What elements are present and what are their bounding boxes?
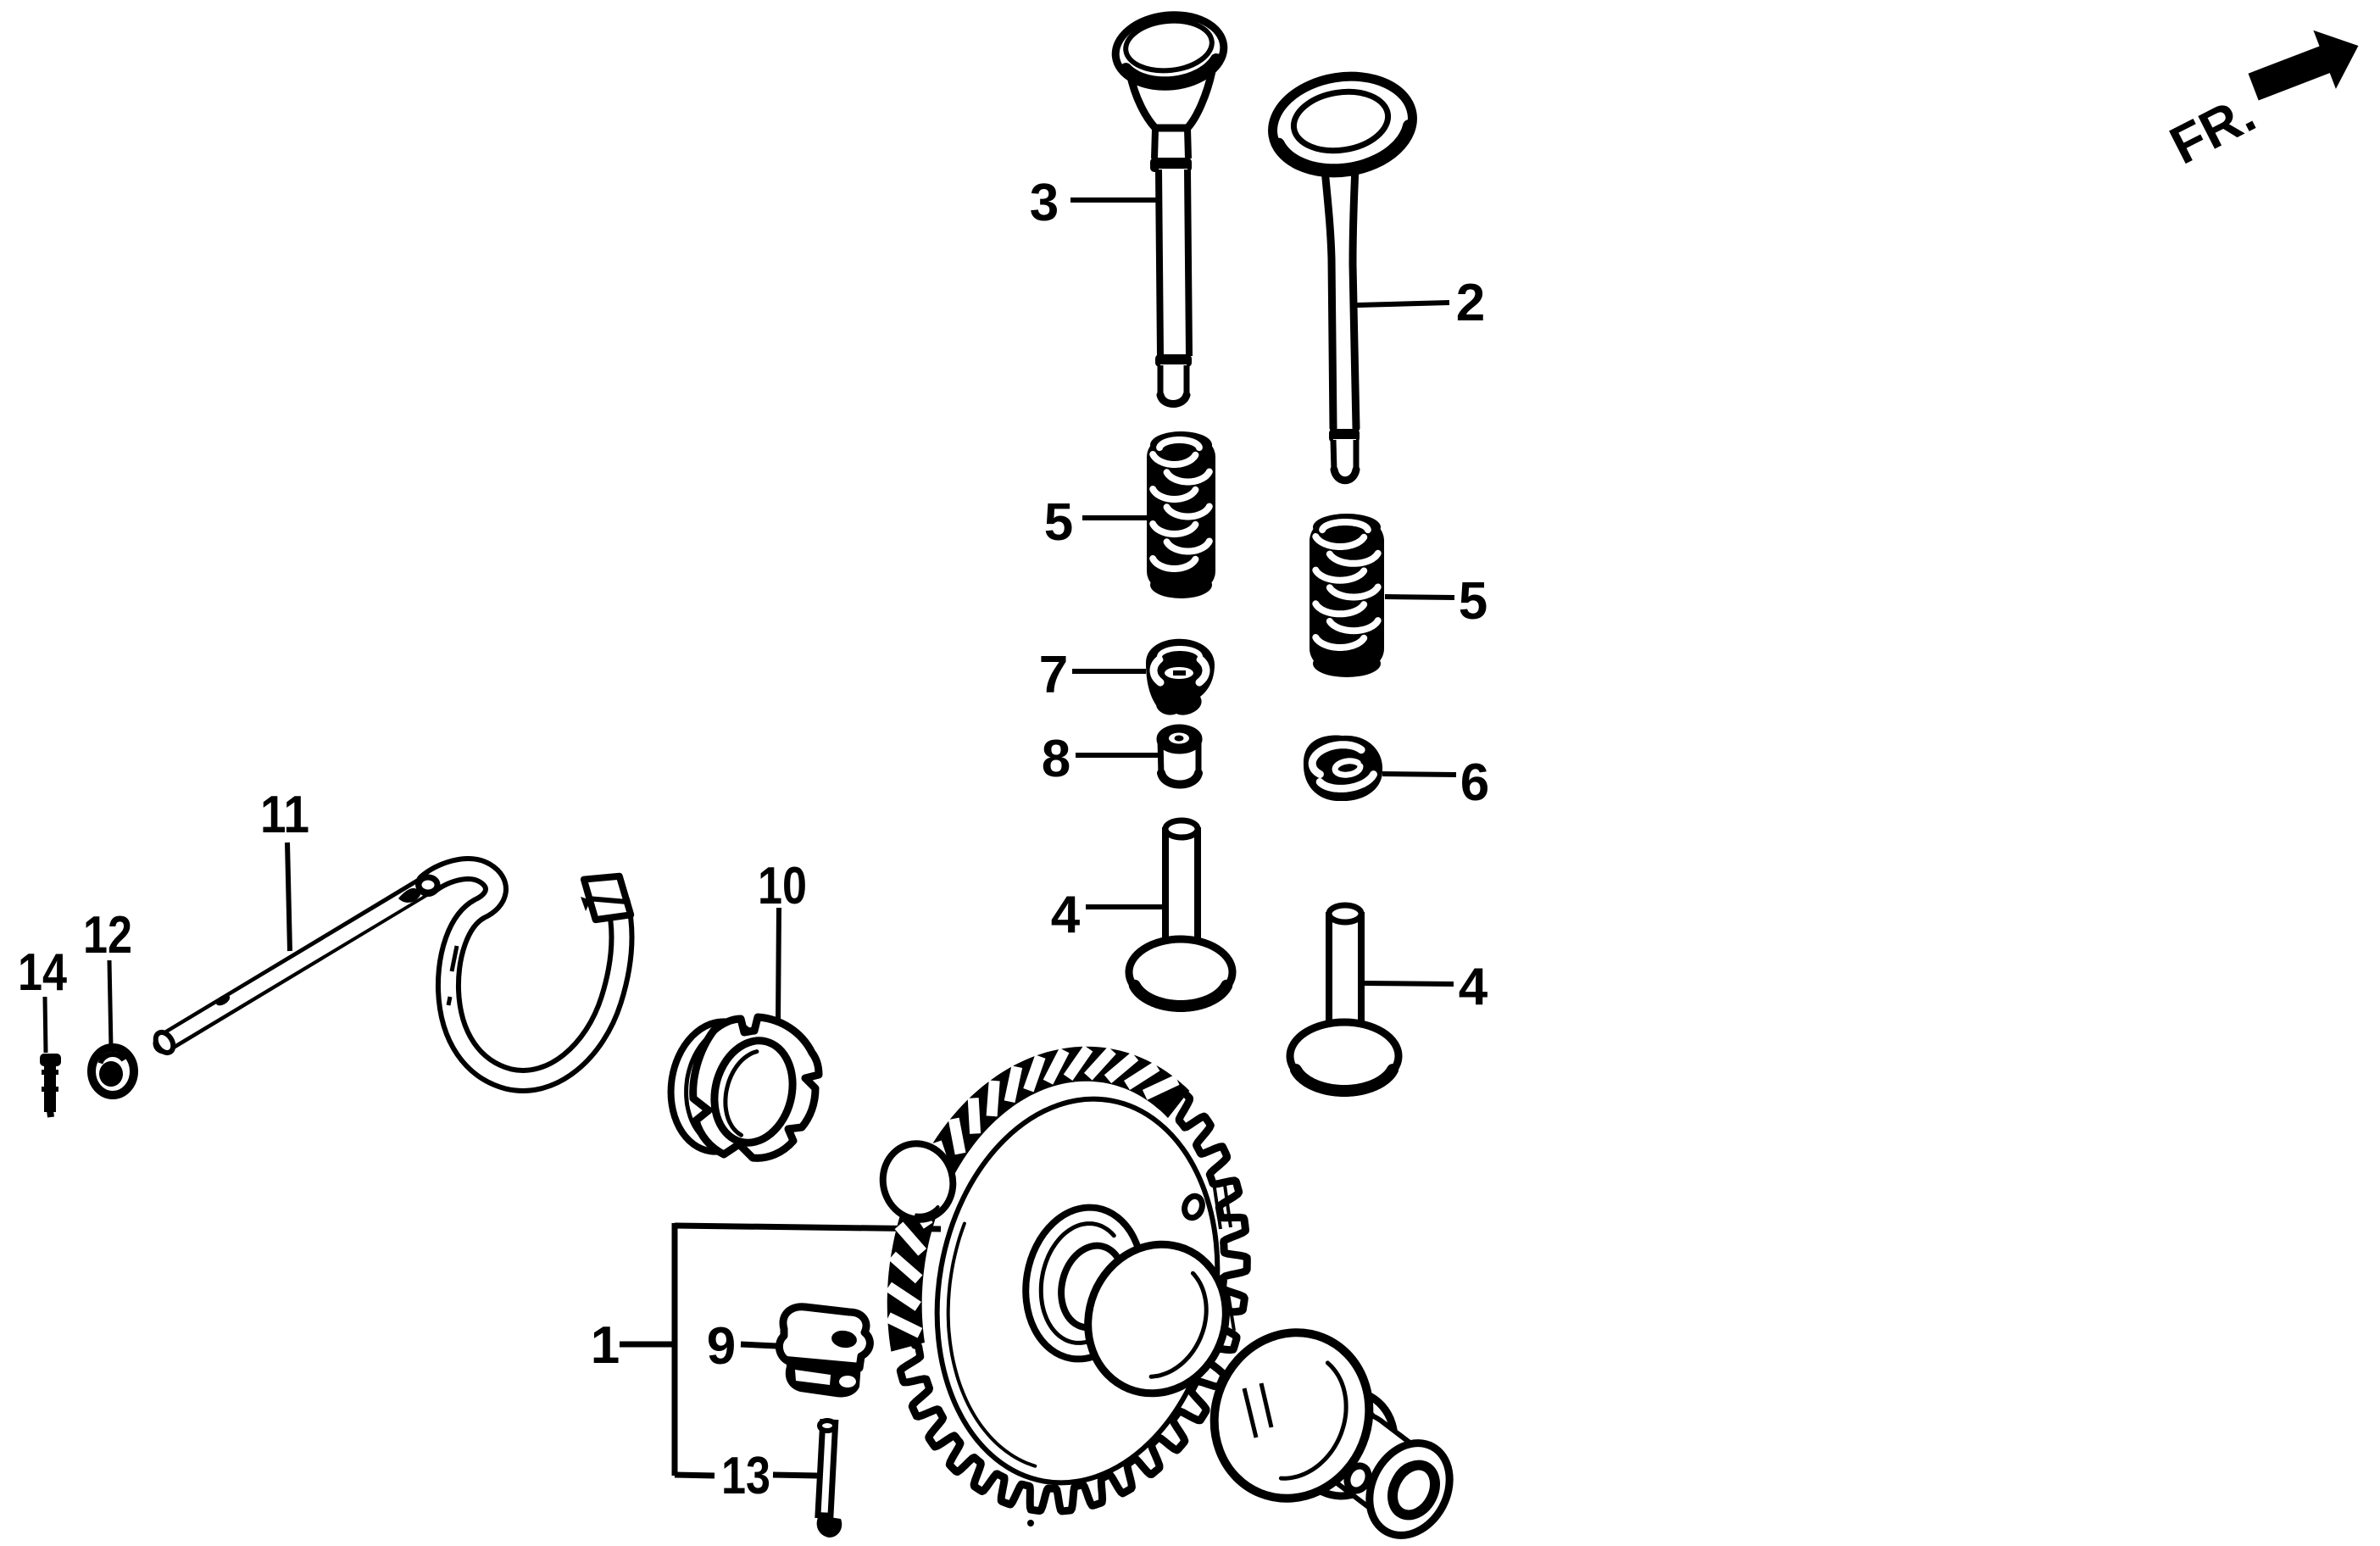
svg-text:5: 5 [1459,572,1488,631]
svg-text:2: 2 [1456,274,1485,332]
svg-text:3: 3 [1030,174,1059,232]
svg-text:9: 9 [707,1317,736,1376]
svg-text:14: 14 [18,943,67,1002]
svg-text:8: 8 [1042,730,1070,788]
svg-text:5: 5 [1044,493,1073,552]
svg-text:11: 11 [260,786,309,844]
svg-text:7: 7 [1039,646,1068,704]
svg-text:4: 4 [1051,886,1081,944]
svg-text:12: 12 [83,906,132,965]
svg-text:6: 6 [1460,754,1489,812]
svg-text:10: 10 [758,857,807,915]
svg-text:1: 1 [591,1316,620,1375]
svg-text:13: 13 [721,1447,770,1505]
svg-text:4: 4 [1459,958,1488,1016]
